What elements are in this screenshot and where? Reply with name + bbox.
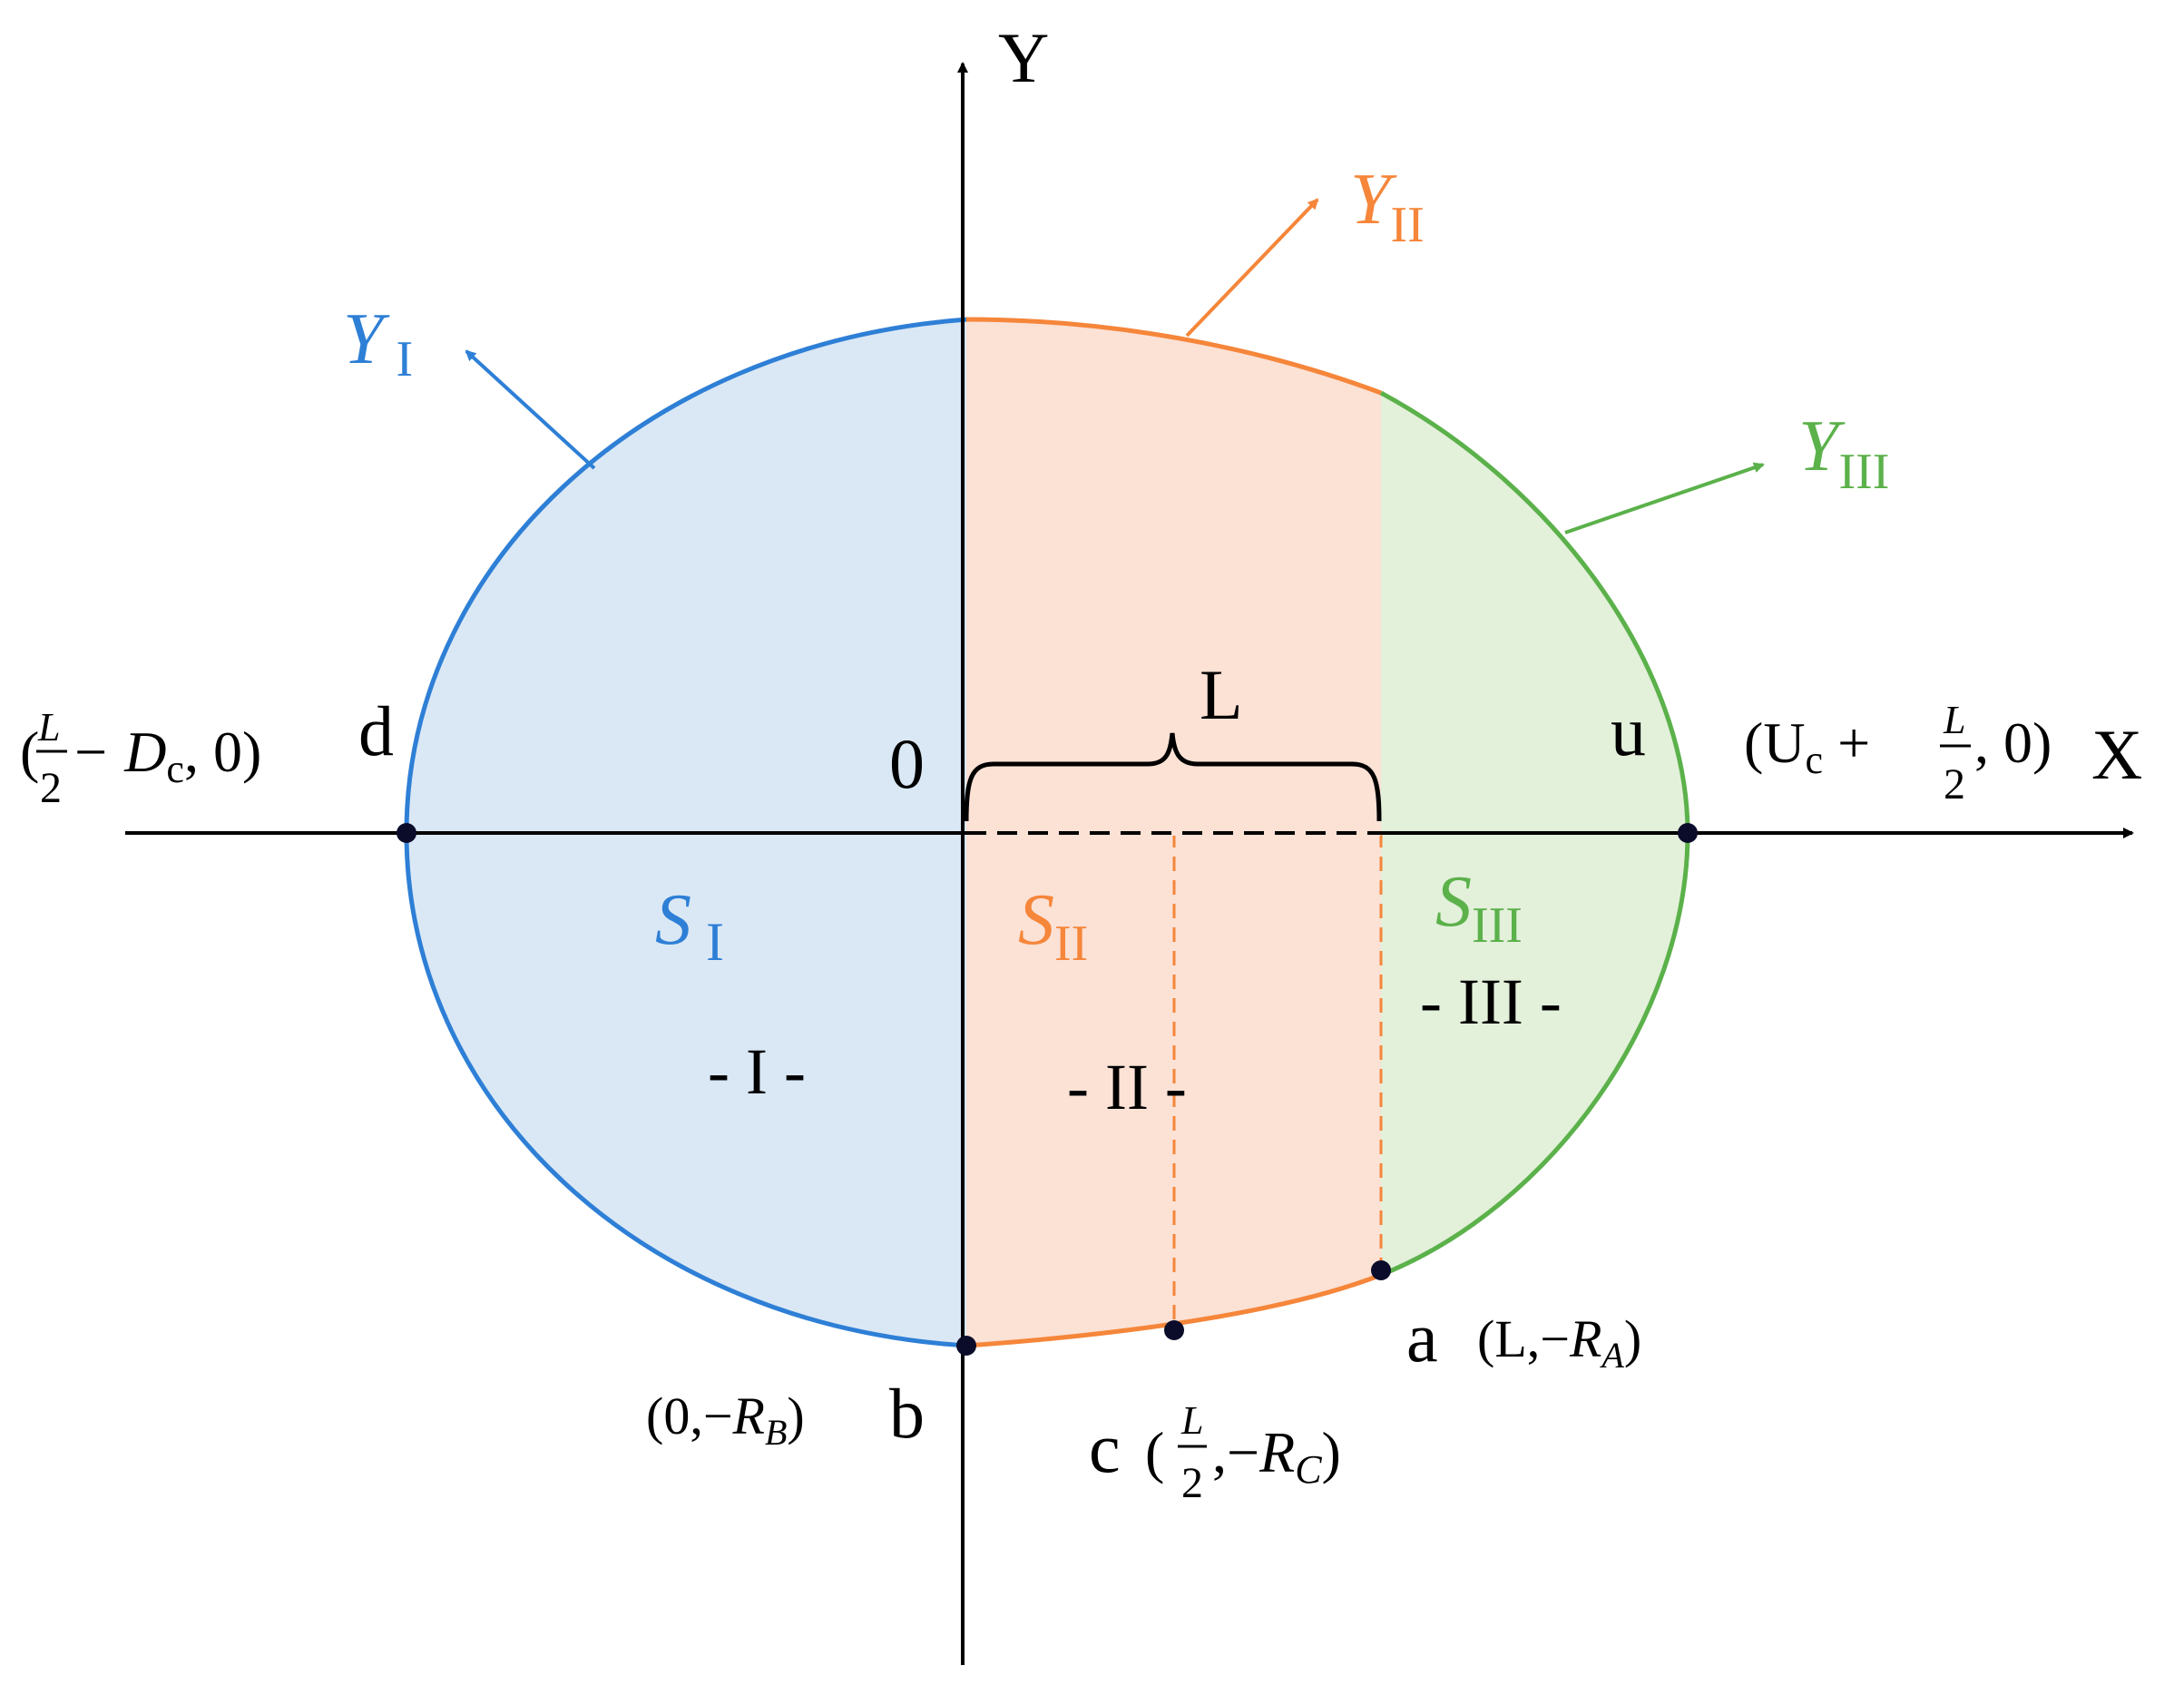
brace-L [964, 732, 1382, 822]
origin-label: 0 [889, 724, 925, 803]
x-axis-label: X [2091, 715, 2142, 794]
pointer-arrow-Y-I [465, 349, 596, 470]
svg-text:(: ( [20, 720, 39, 784]
point-u [1678, 823, 1698, 843]
point-c [1164, 1320, 1184, 1340]
brace-label-L: L [1200, 655, 1243, 734]
y-axis-label: Y [998, 18, 1049, 97]
point-b [956, 1336, 976, 1356]
svg-text:(L,−RA): (L,−RA) [1477, 1309, 1641, 1376]
svg-text:2: 2 [1181, 1459, 1203, 1507]
boundary-Y-II-bottom [965, 1272, 1382, 1348]
pointer-arrow-Y-III [1564, 462, 1765, 534]
label-Y-II: YII [1350, 160, 1425, 253]
point-d [397, 823, 416, 843]
svg-text:b: b [889, 1374, 925, 1453]
svg-text:(Uc +: (Uc + [1744, 710, 1870, 782]
svg-text:− Dc, 0): − Dc, 0) [71, 720, 261, 791]
svg-text:2: 2 [1944, 760, 1965, 808]
label-S-II: SII [1018, 880, 1088, 972]
svg-text:2: 2 [40, 764, 62, 812]
svg-text:c: c [1089, 1408, 1121, 1487]
region-label-I: - I - [708, 1035, 806, 1108]
label-S-III: SIII [1435, 862, 1523, 954]
svg-text:u: u [1611, 691, 1646, 770]
point-b-label: (0,−RB) b [646, 1374, 925, 1453]
svg-text:, 0): , 0) [1974, 710, 2052, 775]
point-d-label: ( L 2 − Dc, 0) d [20, 691, 394, 812]
svg-text:d: d [358, 691, 394, 770]
svg-text:,−RC): ,−RC) [1212, 1420, 1341, 1492]
region-label-II: - II - [1067, 1051, 1187, 1123]
point-u-label: u (Uc + L 2 , 0) [1611, 691, 2052, 808]
svg-text:L: L [37, 705, 60, 750]
svg-text:L: L [1180, 1398, 1203, 1443]
boundary-Y-II-top [965, 317, 1382, 396]
pointer-arrow-Y-II [1185, 198, 1319, 338]
point-c-label: c ( L 2 ,−RC) [1089, 1398, 1341, 1507]
label-Y-III: YIII [1798, 407, 1889, 500]
svg-text:a: a [1406, 1298, 1438, 1377]
svg-text:(: ( [1145, 1420, 1164, 1484]
svg-text:(0,−RB): (0,−RB) [646, 1386, 805, 1453]
svg-text:L: L [1943, 698, 1965, 742]
region-label-III: - III - [1420, 965, 1562, 1038]
point-a-label: a (L,−RA) [1406, 1298, 1641, 1377]
point-a [1371, 1260, 1391, 1280]
